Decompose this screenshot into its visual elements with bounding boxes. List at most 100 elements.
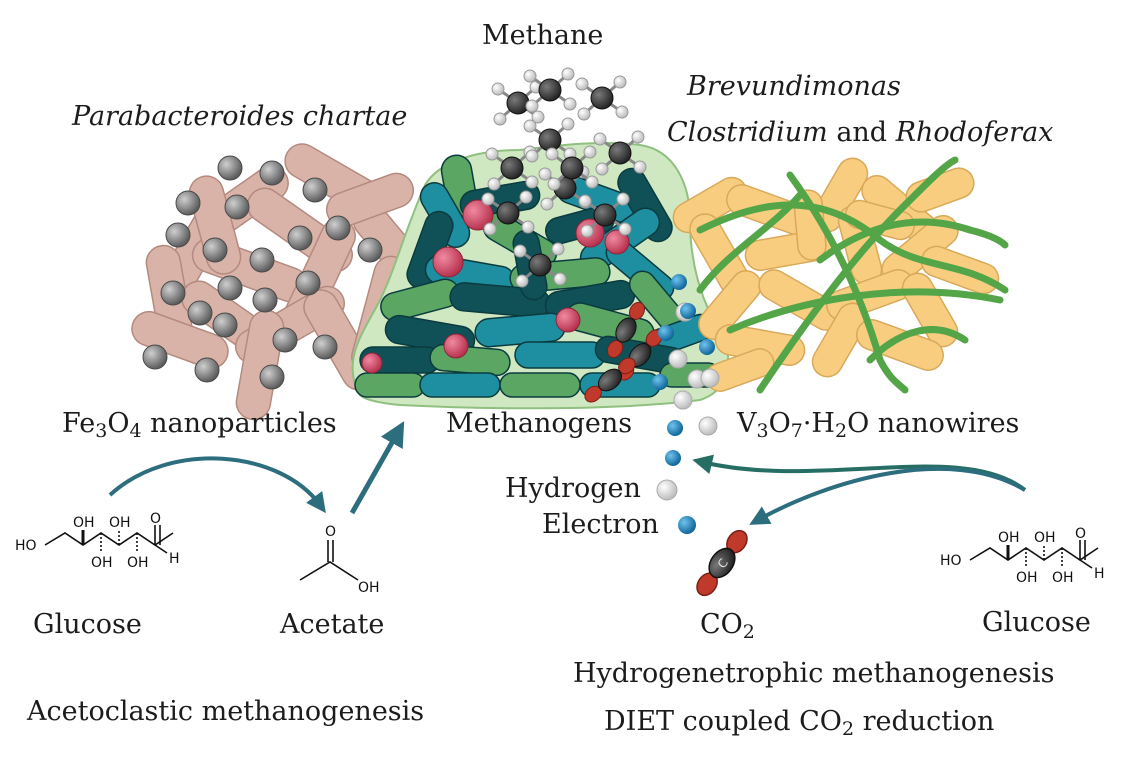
svg-text:OH: OH	[127, 555, 149, 571]
glucose-right-label: Glucose	[982, 607, 1091, 638]
diet-sub: 2	[841, 718, 855, 740]
fe3o4-nanoparticle	[212, 312, 238, 338]
parabacteroides-label: Parabacteroides chartae	[72, 101, 408, 132]
methane-hydrogen	[633, 160, 647, 174]
methane-hydrogen	[563, 97, 577, 111]
svg-text:HO: HO	[15, 538, 37, 554]
hydrogenotrophic-label: Hydrogenetrophic methanogenesis	[573, 658, 1055, 689]
svg-text:OH: OH	[998, 530, 1020, 546]
electron-particle	[680, 303, 696, 319]
nanowire	[696, 201, 1009, 294]
methanogen-coccus	[462, 199, 494, 231]
co2-molecule	[606, 301, 646, 359]
methane-hydrogen	[561, 117, 575, 131]
clostridium-rhodoferax-label: Clostridium and Rhodoferax	[667, 117, 1053, 149]
methane-carbon	[538, 128, 562, 152]
fe3o4-nanoparticle	[259, 364, 285, 390]
methane-carbon	[560, 156, 584, 180]
fe3o4-nanoparticle	[357, 237, 383, 263]
methane-hydrogen	[531, 110, 545, 124]
methane-hydrogen	[493, 112, 507, 126]
methane-hydrogen	[485, 147, 499, 161]
methane-hydrogen	[538, 167, 552, 181]
electron-legend-dot	[678, 516, 696, 534]
svg-text:O: O	[1075, 526, 1086, 542]
svg-text:O: O	[150, 511, 161, 527]
fe3o4-nanoparticle	[312, 334, 338, 360]
fe3o4-nanoparticle	[295, 270, 321, 296]
fe3o4-nanoparticle	[194, 357, 220, 383]
brevundimonas-label: Brevundimonas	[687, 71, 901, 102]
methane-hydrogen	[561, 67, 575, 81]
methane-hydrogen	[615, 105, 629, 119]
methane-carbon	[590, 86, 614, 110]
hydrogen-particle	[673, 390, 693, 410]
methane-hydrogen	[575, 77, 589, 91]
methane-hydrogen	[577, 107, 591, 121]
fe3o4-nanoparticle	[160, 280, 186, 306]
o-text: O	[107, 408, 130, 439]
methane-hydrogen	[616, 192, 630, 206]
methane-label: Methane	[482, 20, 604, 51]
svg-text:H: H	[1094, 566, 1105, 582]
nanowire	[866, 326, 969, 364]
nanowire	[696, 191, 804, 294]
o7-sub: 7	[790, 420, 803, 442]
methane-carbon	[608, 141, 632, 165]
co2-label: CO2	[700, 609, 755, 648]
fe3o4-nanoparticle	[217, 275, 243, 301]
methane-carbon	[538, 78, 562, 102]
methane-hydrogen	[613, 75, 627, 89]
methanogen-rod	[514, 341, 606, 369]
fe3o4-nanoparticle	[272, 327, 298, 353]
diet-suffix: reduction	[854, 706, 995, 737]
methane-hydrogen	[585, 175, 599, 189]
h2-text: ·H	[802, 408, 835, 439]
fe3o4-nanoparticle	[187, 300, 213, 326]
v3o7-nanowires	[696, 156, 1009, 394]
and-text: and	[836, 117, 888, 148]
glucose-to-acetate-arrow	[108, 456, 326, 514]
carbon-atom	[597, 368, 623, 392]
o-sub: 4	[129, 420, 142, 442]
methane-hydrogen	[519, 190, 533, 204]
parabacteroides-rod	[131, 310, 229, 370]
methane-hydrogen	[631, 130, 645, 144]
glucose-left-structure: HO OH OH OH OH O H	[15, 511, 180, 571]
glucose-left-label: Glucose	[33, 609, 142, 640]
bacterial-rod	[698, 270, 762, 340]
methane-hydrogen	[578, 194, 592, 208]
fe-sub: 3	[95, 420, 108, 442]
electron-particle	[652, 374, 668, 390]
acetate-label: Acetate	[280, 609, 385, 640]
v-sub: 3	[756, 420, 769, 442]
oxygen-atom	[628, 301, 646, 320]
methanogen-coccus	[555, 307, 581, 333]
fe-text: Fe	[62, 408, 96, 439]
v3o7-label: V3O7·H2O nanowires	[737, 408, 1019, 447]
svg-text:OH: OH	[73, 515, 95, 531]
methane-hydrogen	[525, 175, 539, 189]
electron-particle	[667, 420, 683, 436]
hydrogen-particle	[698, 416, 718, 436]
nanowire	[726, 288, 1004, 334]
clostridium-text: Clostridium	[667, 117, 828, 148]
methane-hydrogen	[491, 82, 505, 96]
co2-molecules-biofilm	[584, 301, 663, 403]
electron-particle	[665, 450, 681, 466]
methane-hydrogen	[553, 272, 567, 286]
hydrogen-electron-particles	[652, 274, 720, 466]
hydrogen-legend-dot	[656, 479, 678, 501]
v-text: V	[737, 408, 757, 439]
fe3o4-label: Fe3O4 nanoparticles	[62, 408, 337, 447]
fe3o4-nanoparticle	[224, 194, 250, 220]
methanogen-cells	[354, 154, 721, 398]
methane-hydrogen	[547, 177, 561, 191]
methanogen-rod	[499, 372, 581, 398]
methane-hydrogen	[618, 222, 632, 236]
fe3o4-nanoparticle	[259, 160, 285, 186]
glucose-to-co2-arrow	[749, 466, 1027, 525]
h2-sub: 2	[834, 420, 848, 442]
carbon-atom	[615, 317, 637, 343]
methane-hydrogen	[595, 162, 609, 176]
